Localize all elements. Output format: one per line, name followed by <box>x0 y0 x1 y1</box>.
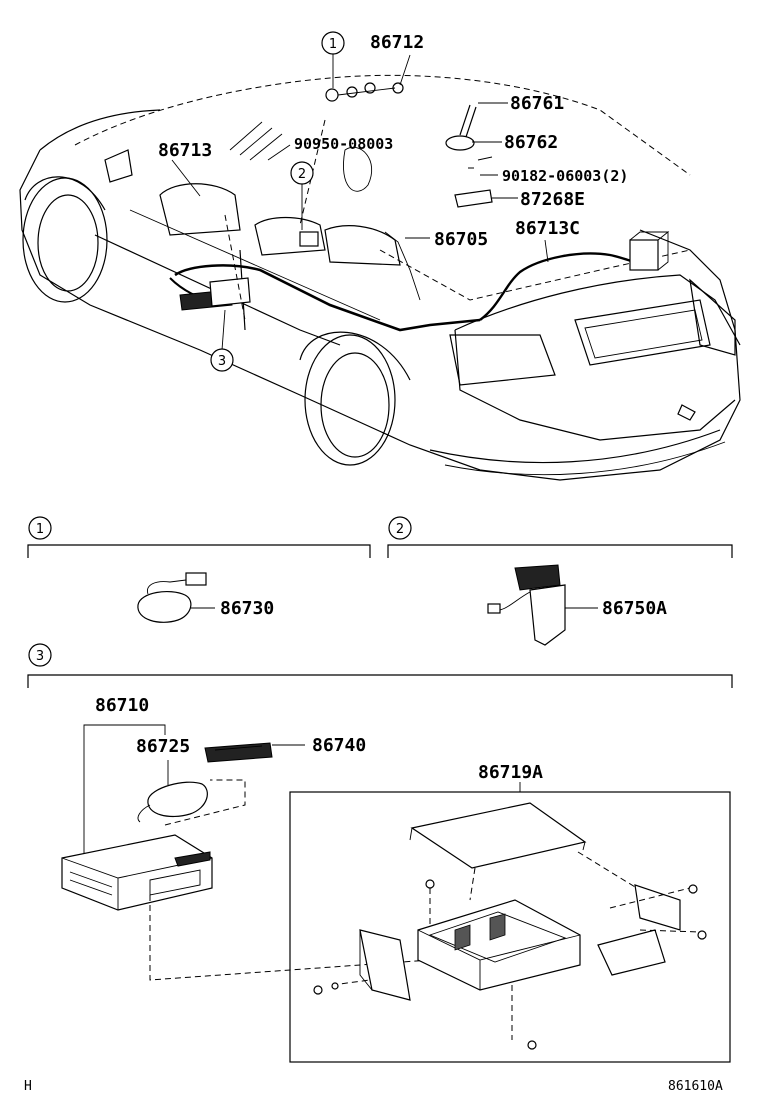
label-86710: 86710 <box>95 695 149 716</box>
top-leaders <box>171 52 549 351</box>
callout-3-top: 3 <box>210 348 234 372</box>
section-2: 2 86750A <box>387 516 733 646</box>
footer-left-code: H <box>24 1079 32 1094</box>
section-3: 3 86710 86725 86740 86719A <box>27 643 733 1063</box>
label-90950-08003: 90950-08003 <box>294 135 393 153</box>
svg-text:2: 2 <box>298 167 306 182</box>
footer-illustration-number: 861610A <box>668 1079 723 1094</box>
label-86761: 86761 <box>510 93 564 114</box>
label-86750a: 86750A <box>602 598 667 619</box>
svg-text:1: 1 <box>36 522 44 537</box>
svg-text:1: 1 <box>329 37 337 52</box>
label-86762: 86762 <box>504 132 558 153</box>
label-86713: 86713 <box>158 140 212 161</box>
label-86712: 86712 <box>370 32 424 53</box>
callout-1-top: 1 <box>321 31 345 55</box>
callout-2-top: 2 <box>290 161 314 185</box>
label-86713c: 86713C <box>515 218 580 239</box>
label-86725: 86725 <box>136 736 190 757</box>
svg-text:2: 2 <box>396 522 404 537</box>
label-86730: 86730 <box>220 598 274 619</box>
label-87268e: 87268E <box>520 189 585 210</box>
label-86719a: 86719A <box>478 762 543 783</box>
label-86705: 86705 <box>434 229 488 250</box>
section-1: 1 86730 <box>27 516 371 623</box>
label-86740: 86740 <box>312 735 366 756</box>
car-illustration <box>19 74 741 481</box>
box-86719a <box>289 791 731 1063</box>
svg-text:3: 3 <box>36 649 44 664</box>
label-90182-06003: 90182-06003(2) <box>502 167 628 185</box>
svg-text:3: 3 <box>218 354 226 369</box>
